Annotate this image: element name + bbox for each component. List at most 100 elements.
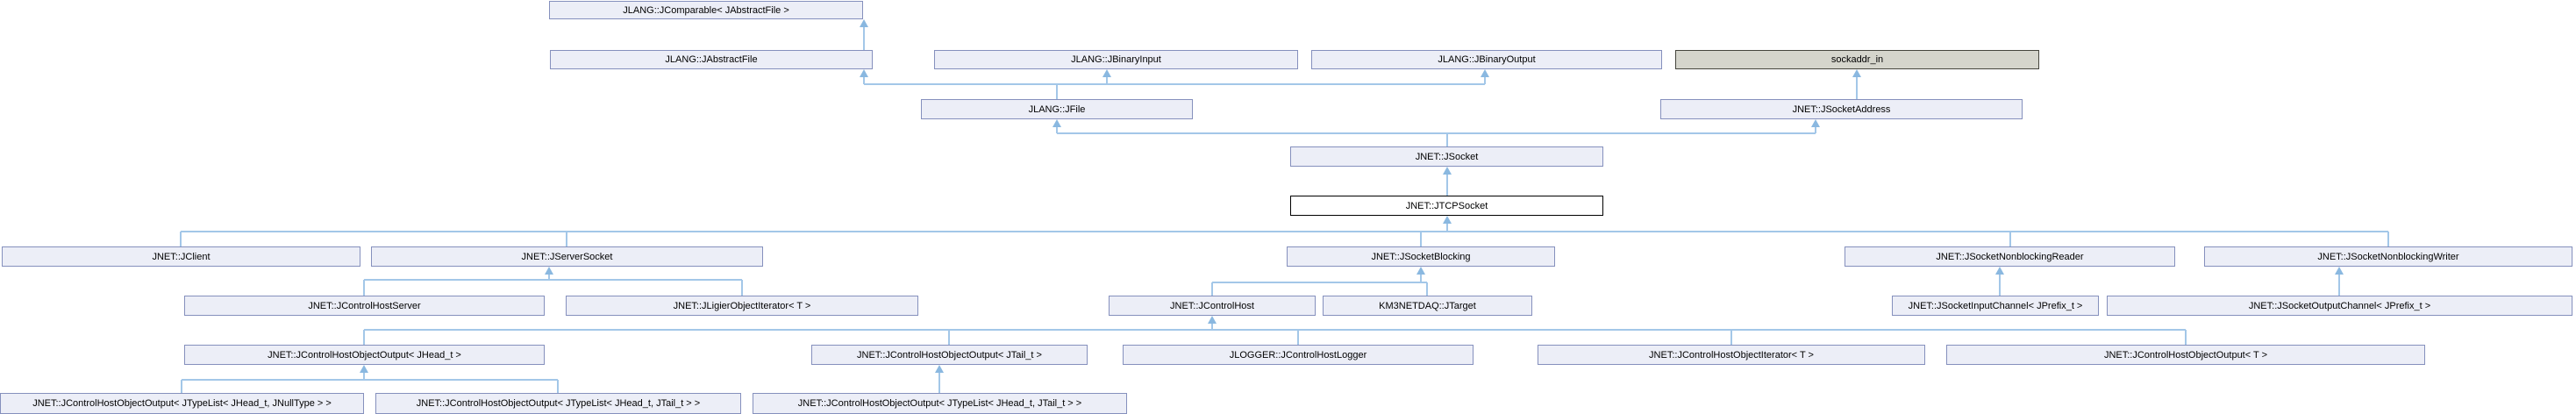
- inheritance-edge-line: [2009, 232, 2011, 246]
- inheritance-edge-line: [2185, 330, 2187, 345]
- class-node-jnet-jsocketnonblockingreader[interactable]: JNET::JSocketNonblockingReader: [1845, 246, 2175, 267]
- inheritance-edge-line: [363, 330, 365, 345]
- class-node-label: JNET::JSocket: [1415, 151, 1479, 162]
- inheritance-edge-line: [1057, 132, 1816, 134]
- class-node-jlogger-jcontrolhostlogger[interactable]: JLOGGER::JControlHostLogger: [1123, 345, 1474, 365]
- inheritance-edge-line: [1056, 84, 1058, 99]
- inheritance-edge-line: [1056, 126, 1058, 133]
- inheritance-arrow-up-icon: [1443, 216, 1452, 224]
- class-node-label: JLANG::JAbstractFile: [665, 54, 758, 65]
- class-node-label: JNET::JSocketBlocking: [1371, 251, 1471, 262]
- class-node-label: JNET::JClient: [152, 251, 211, 262]
- class-node-label: JNET::JSocketNonblockingWriter: [2317, 251, 2459, 262]
- inheritance-edge-line: [2387, 232, 2389, 246]
- inheritance-edge-line: [863, 76, 865, 84]
- inheritance-edge-line: [1484, 76, 1486, 84]
- inheritance-edge-line: [2338, 274, 2340, 296]
- inheritance-edge-line: [364, 279, 742, 281]
- class-node-jnet-jcontrolhostobjectoutput-typelist-jtail-1[interactable]: JNET::JControlHostObjectOutput< JTypeLis…: [375, 393, 741, 414]
- inheritance-edge-line: [948, 330, 950, 345]
- class-node-jnet-jcontrolhostobjectoutput-typelist-jtail-2[interactable]: JNET::JControlHostObjectOutput< JTypeLis…: [753, 393, 1127, 414]
- inheritance-arrow-up-icon: [2335, 267, 2344, 275]
- inheritance-edge-line: [1211, 282, 1213, 296]
- class-node-label: JNET::JControlHostObjectOutput< JHead_t …: [268, 349, 461, 360]
- class-node-jlang-jcomparable-jabstractfile[interactable]: JLANG::JComparable< JAbstractFile >: [549, 1, 863, 19]
- class-node-label: JNET::JServerSocket: [521, 251, 613, 262]
- inheritance-edge-line: [364, 329, 2186, 331]
- inheritance-arrow-up-icon: [1811, 119, 1820, 127]
- inheritance-edge-line: [557, 380, 559, 393]
- inheritance-arrow-up-icon: [860, 19, 868, 27]
- inheritance-arrow-up-icon: [1481, 69, 1489, 77]
- class-node-jnet-jsocket[interactable]: JNET::JSocket: [1290, 146, 1603, 167]
- inheritance-edge-line: [181, 380, 182, 393]
- class-node-jnet-jligierobjectiterator[interactable]: JNET::JLigierObjectIterator< T >: [566, 296, 918, 316]
- class-node-jnet-jcontrolhostobjectoutput-t[interactable]: JNET::JControlHostObjectOutput< T >: [1946, 345, 2425, 365]
- class-node-km3netdaq-jtarget[interactable]: KM3NETDAQ::JTarget: [1323, 296, 1532, 316]
- class-node-jnet-jsocketnonblockingwriter[interactable]: JNET::JSocketNonblockingWriter: [2204, 246, 2572, 267]
- class-node-jnet-jcontrolhost[interactable]: JNET::JControlHost: [1109, 296, 1316, 316]
- class-node-jnet-jsocketblocking[interactable]: JNET::JSocketBlocking: [1287, 246, 1555, 267]
- class-node-label: JNET::JControlHostObjectOutput< T >: [2103, 349, 2268, 360]
- class-node-jnet-jsocketoutputchannel[interactable]: JNET::JSocketOutputChannel< JPrefix_t >: [2107, 296, 2572, 316]
- inheritance-arrow-up-icon: [1995, 267, 2004, 275]
- class-node-jnet-jserversocket[interactable]: JNET::JServerSocket: [371, 246, 763, 267]
- inheritance-arrow-up-icon: [1852, 69, 1861, 77]
- inheritance-arrow-up-icon: [1053, 119, 1061, 127]
- class-node-label: JNET::JSocketOutputChannel< JPrefix_t >: [2248, 300, 2431, 311]
- class-node-label: JLANG::JBinaryOutput: [1438, 54, 1536, 65]
- class-node-label: JNET::JSocketAddress: [1792, 104, 1891, 115]
- inheritance-arrow-up-icon: [360, 365, 368, 373]
- class-node-label: JNET::JSocketInputChannel< JPrefix_t >: [1908, 300, 2083, 311]
- inheritance-edge-line: [182, 379, 558, 381]
- inheritance-edge-line: [1856, 76, 1858, 99]
- inheritance-edge-line: [741, 280, 743, 296]
- inheritance-edge-line: [180, 232, 182, 246]
- class-node-jnet-jcontrolhostserver[interactable]: JNET::JControlHostServer: [184, 296, 545, 316]
- class-node-label: JNET::JSocketNonblockingReader: [1936, 251, 2084, 262]
- class-node-jlang-jbinaryinput[interactable]: JLANG::JBinaryInput: [934, 50, 1298, 69]
- inheritance-arrow-up-icon: [1208, 316, 1217, 324]
- inheritance-arrow-up-icon: [860, 69, 868, 77]
- inheritance-edge-line: [1446, 174, 1448, 196]
- class-node-jnet-jsocketinputchannel[interactable]: JNET::JSocketInputChannel< JPrefix_t >: [1892, 296, 2099, 316]
- inheritance-edge-line: [1420, 232, 1422, 246]
- inheritance-edge-line: [1446, 133, 1448, 146]
- inheritance-arrow-up-icon: [545, 267, 553, 275]
- inheritance-edge-line: [1446, 223, 1448, 232]
- class-node-jlang-jfile[interactable]: JLANG::JFile: [921, 99, 1193, 119]
- class-node-jnet-jcontrolhostobjectoutput-typelist-jnulltype[interactable]: JNET::JControlHostObjectOutput< JTypeLis…: [0, 393, 364, 414]
- class-node-jnet-jsocketaddress[interactable]: JNET::JSocketAddress: [1660, 99, 2023, 119]
- inheritance-edge-line: [548, 274, 550, 280]
- inheritance-arrow-up-icon: [1443, 167, 1452, 175]
- class-node-label: sockaddr_in: [1830, 54, 1884, 65]
- class-node-jlang-jbinaryoutput[interactable]: JLANG::JBinaryOutput: [1311, 50, 1662, 69]
- inheritance-edge-line: [864, 83, 1485, 85]
- inheritance-edge-line: [1426, 282, 1428, 296]
- class-node-jlang-jabstractfile[interactable]: JLANG::JAbstractFile: [550, 50, 873, 69]
- inheritance-edge-line: [363, 280, 365, 296]
- inheritance-edge-line: [1212, 282, 1427, 283]
- inheritance-edge-line: [566, 232, 567, 246]
- class-node-jnet-jcontrolhostobjectiterator[interactable]: JNET::JControlHostObjectIterator< T >: [1538, 345, 1925, 365]
- class-node-label: JLOGGER::JControlHostLogger: [1229, 349, 1367, 360]
- class-node-label: JNET::JControlHostServer: [308, 300, 421, 311]
- inheritance-edge-line: [863, 26, 865, 50]
- inheritance-edge-line: [1420, 274, 1422, 282]
- class-node-label: JNET::JControlHostObjectOutput< JTypeLis…: [32, 398, 332, 409]
- inheritance-edge-line: [181, 231, 2388, 232]
- inheritance-edge-line: [1730, 330, 1732, 345]
- class-node-jnet-jclient[interactable]: JNET::JClient: [2, 246, 360, 267]
- class-node-jnet-jcontrolhostobjectoutput-jhead[interactable]: JNET::JControlHostObjectOutput< JHead_t …: [184, 345, 545, 365]
- inheritance-arrow-up-icon: [1416, 267, 1425, 275]
- class-node-label: KM3NETDAQ::JTarget: [1379, 300, 1476, 311]
- class-node-label: JNET::JControlHost: [1170, 300, 1254, 311]
- inheritance-edge-line: [1815, 126, 1816, 133]
- inheritance-edge-line: [1297, 330, 1299, 345]
- class-node-jnet-jcontrolhostobjectoutput-jtail[interactable]: JNET::JControlHostObjectOutput< JTail_t …: [811, 345, 1088, 365]
- inheritance-edge-line: [363, 372, 365, 380]
- class-node-label: JNET::JTCPSocket: [1405, 200, 1488, 211]
- class-node-label: JLANG::JComparable< JAbstractFile >: [623, 4, 789, 16]
- class-node-label: JNET::JControlHostObjectOutput< JTypeLis…: [416, 398, 701, 409]
